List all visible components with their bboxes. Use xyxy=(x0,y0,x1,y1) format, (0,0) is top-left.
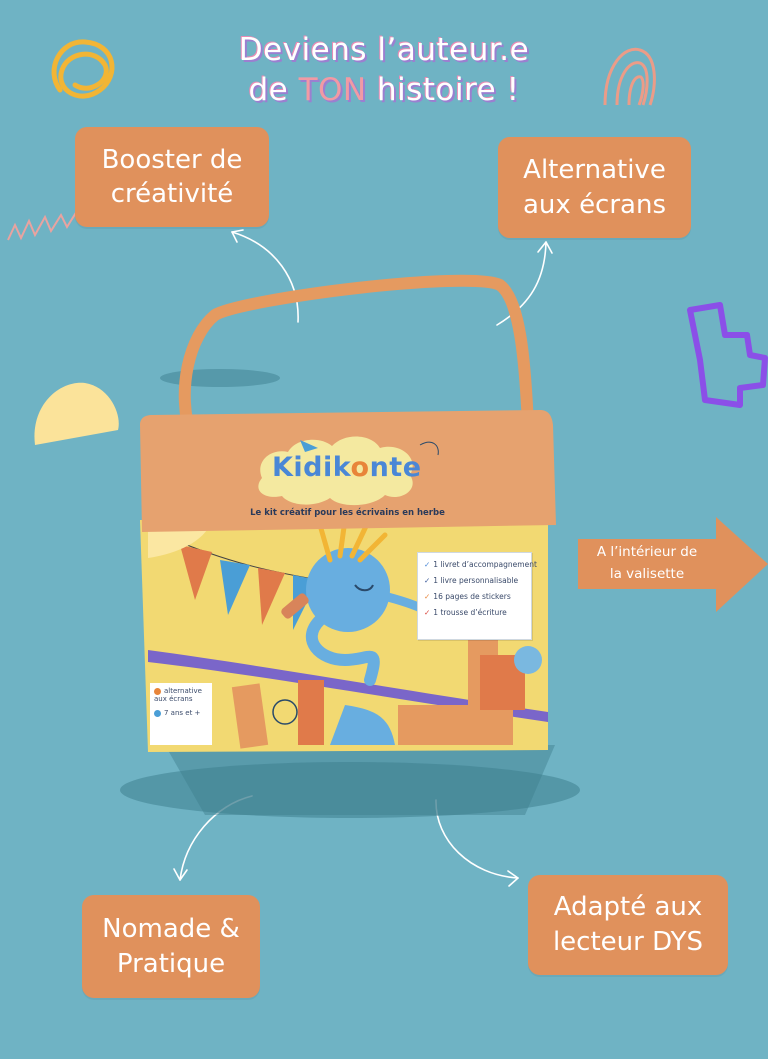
headline-after: histoire ! xyxy=(366,72,520,108)
checklist-item: ✓1 livret d’accompagnement xyxy=(424,560,537,569)
inside-label-line-2: la valisette xyxy=(609,566,685,582)
tag-nomade-line-1: Nomade & xyxy=(102,913,240,944)
inside-label-line-1: A l’intérieur de xyxy=(596,544,698,560)
purple-shape-icon xyxy=(687,302,768,408)
tag-booster: Booster de créativité xyxy=(75,127,269,227)
note-item-1-text: alternative aux écrans xyxy=(154,687,202,703)
note-item-2-text: 7 ans et + xyxy=(164,709,201,717)
inside-label: A l’intérieur de la valisette xyxy=(578,541,716,585)
tag-booster-line-1: Booster de xyxy=(101,145,243,175)
checklist-item-text: 16 pages de stickers xyxy=(433,592,511,601)
headline-accent: TON xyxy=(298,72,367,108)
note-item-1: alternative aux écrans xyxy=(154,687,208,703)
brand-o: o xyxy=(350,452,370,483)
headline-before: de xyxy=(248,72,299,108)
checklist-item-text: 1 livret d’accompagnement xyxy=(433,560,537,569)
tag-nomade-line-2: Pratique xyxy=(116,948,226,979)
tag-adapte-line-2: lecteur DYS xyxy=(552,927,704,957)
checklist-item: ✓1 trousse d’écriture xyxy=(424,608,507,617)
headline: Deviens l’auteur.e de TON histoire ! xyxy=(0,30,768,110)
inside-arrow-icon xyxy=(578,517,768,612)
tag-adapte-line-1: Adapté aux xyxy=(553,892,703,922)
tag-alternative-line-1: Alternative xyxy=(523,154,666,185)
brand-logo: Kidikonte xyxy=(272,452,421,483)
tag-alternative: Alternative aux écrans xyxy=(498,137,691,238)
tag-booster-line-2: créativité xyxy=(110,179,234,209)
note-item-2: 7 ans et + xyxy=(154,709,208,717)
contents-checklist: ✓1 livret d’accompagnement ✓1 livre pers… xyxy=(417,552,537,640)
checklist-item-text: 1 trousse d’écriture xyxy=(433,608,507,617)
checklist-item: ✓1 livre personnalisable xyxy=(424,576,519,585)
tag-adapte: Adapté aux lecteur DYS xyxy=(528,875,728,975)
zigzag-icon xyxy=(7,209,86,241)
arch-scribble-icon xyxy=(603,47,656,106)
headline-line-2: de TON histoire ! xyxy=(0,70,768,110)
brand-suffix: nte xyxy=(369,452,422,483)
checklist-item: ✓16 pages de stickers xyxy=(424,592,511,601)
headline-line-1: Deviens l’auteur.e xyxy=(238,32,530,68)
checklist-item-text: 1 livre personnalisable xyxy=(433,576,519,585)
arrow-alternative-path xyxy=(496,241,547,326)
brand-prefix: Kidik xyxy=(272,452,351,483)
arrow-booster-path xyxy=(231,231,299,323)
scribble-yellow-icon xyxy=(51,39,115,99)
sticky-note: alternative aux écrans 7 ans et + xyxy=(150,683,212,745)
tag-alternative-line-2: aux écrans xyxy=(523,189,666,220)
tag-nomade: Nomade & Pratique xyxy=(82,895,260,998)
brand-tagline: Le kit créatif pour les écrivains en her… xyxy=(250,508,445,518)
yellow-half-circle-icon xyxy=(34,382,119,445)
